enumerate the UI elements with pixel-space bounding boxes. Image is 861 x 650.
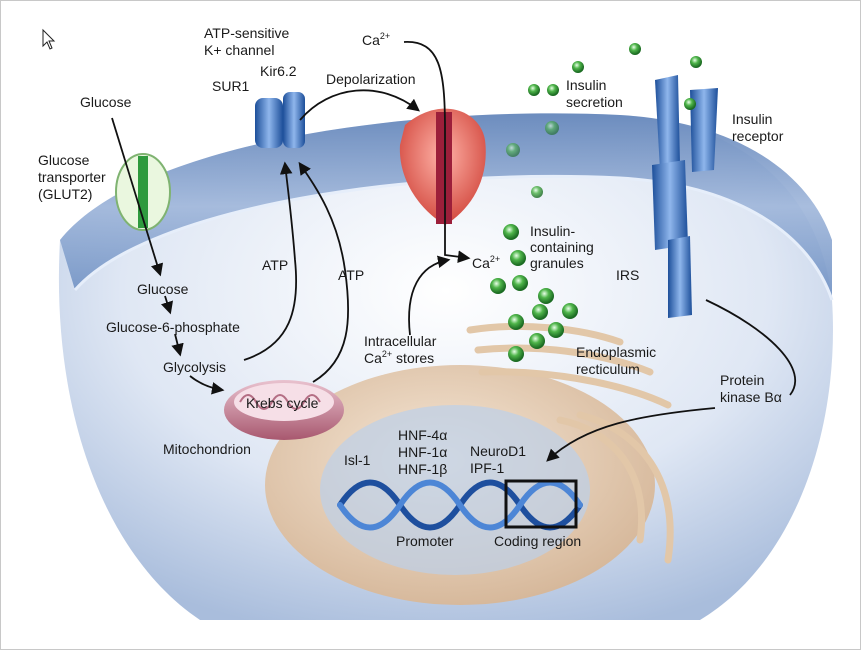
label-atp-right: ATP	[338, 267, 364, 283]
label-insulin-granules: Insulin- containing granules	[530, 223, 598, 271]
labels: Glucose Glucose transporter (GLUT2) ATP-…	[38, 25, 784, 549]
katp-channel	[255, 92, 305, 148]
label-endoplasmic-reticulum: Endoplasmic recticulum	[576, 344, 660, 377]
label-irs: IRS	[616, 267, 639, 283]
label-atp-left: ATP	[262, 257, 288, 273]
label-depolarization: Depolarization	[326, 71, 416, 87]
coding-region-box	[504, 479, 578, 529]
calcium-channel	[399, 108, 486, 225]
nucleoplasm	[320, 405, 590, 575]
dna-helix	[337, 479, 583, 531]
plasma-membrane	[60, 113, 832, 300]
label-promoter: Promoter	[396, 533, 454, 549]
membrane-inner-edge	[73, 174, 834, 301]
mitochondrion	[224, 380, 344, 440]
label-kir62: Kir6.2	[260, 63, 297, 79]
label-glucose-outside: Glucose	[80, 94, 132, 110]
label-neurod1: NeuroD1	[470, 443, 526, 459]
label-glycolysis: Glycolysis	[163, 359, 226, 375]
label-ca-inside: Ca2+	[472, 254, 500, 271]
label-glucose-6-phosphate: Glucose-6-phosphate	[106, 319, 240, 335]
label-sur1: SUR1	[212, 78, 250, 94]
label-intracellular-stores: Intracellular Ca2+ stores	[364, 333, 440, 366]
label-protein-kinase-b: Protein kinase Bα	[720, 372, 782, 405]
label-insulin-secretion: Insulin secretion	[566, 77, 623, 110]
label-hnf-factors: HNF-4α HNF-1α HNF-1β	[398, 427, 451, 477]
insulin-receptor	[652, 75, 718, 318]
label-ca-outside: Ca2+	[362, 31, 390, 48]
insulin-granules	[490, 43, 702, 362]
label-coding-region: Coding region	[494, 533, 581, 549]
label-insulin-receptor: Insulin receptor	[732, 111, 784, 144]
label-glut2: Glucose transporter (GLUT2)	[38, 152, 110, 202]
endoplasmic-reticulum	[466, 322, 674, 564]
label-glucose-inside: Glucose	[137, 281, 189, 297]
label-mitochondrion: Mitochondrion	[163, 441, 251, 457]
label-isl1: Isl-1	[344, 452, 371, 468]
label-krebs-cycle: Krebs cycle	[246, 395, 319, 411]
arrows	[111, 41, 796, 462]
mouse-pointer-icon	[42, 28, 56, 50]
kir62-subunit	[283, 92, 305, 148]
label-katp-channel: ATP-sensitive K+ channel	[204, 25, 293, 58]
nucleus	[265, 365, 655, 605]
label-ipf1: IPF-1	[470, 460, 504, 476]
sur1-subunit	[255, 98, 283, 148]
